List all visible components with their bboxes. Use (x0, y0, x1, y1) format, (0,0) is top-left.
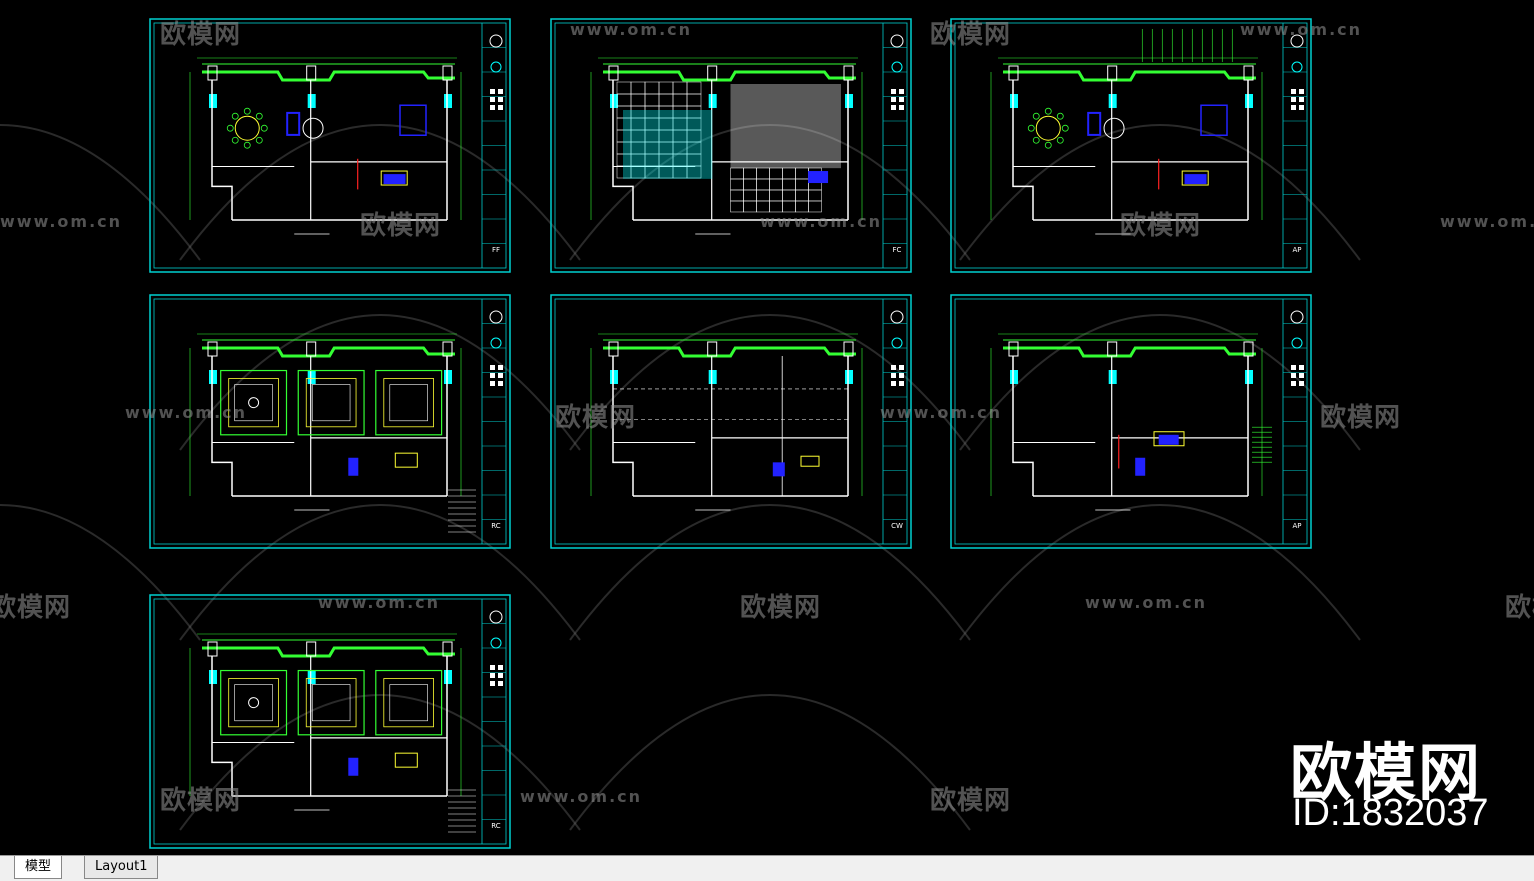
sheet-furniture-plan[interactable]: FF (149, 18, 511, 273)
sheet-switch-plan[interactable]: AP (950, 294, 1312, 549)
layout-tab-bar: 模型 Layout1 (0, 855, 1534, 881)
sheet-lighting-plan[interactable]: RC (149, 594, 511, 849)
sheet-ceiling-plan[interactable]: RC (149, 294, 511, 549)
tab-model[interactable]: 模型 (14, 856, 63, 879)
sheet-code: RC (491, 822, 501, 830)
sheet-code: RC (491, 522, 501, 530)
brand-logo-text: 欧模网 (1290, 736, 1483, 809)
sheet-code: CW (891, 522, 903, 530)
tab-layout1[interactable]: Layout1 (84, 856, 159, 879)
sheet-code: AP (1292, 522, 1301, 530)
sheet-code: AP (1292, 246, 1301, 254)
sheet-floor-finish-plan[interactable]: FC (550, 18, 912, 273)
sheet-code: FF (492, 246, 500, 254)
sheet-code: FC (893, 246, 902, 254)
watermark-arcs (0, 124, 1361, 831)
sheet-power-plan[interactable]: AP (950, 18, 1312, 273)
brand-id-text: ID:1832037 (1292, 792, 1489, 834)
sheet-wall-setout-plan[interactable]: CW (550, 294, 912, 549)
layout-sheets: FF FC AP RC CW AP RC (0, 18, 1361, 849)
